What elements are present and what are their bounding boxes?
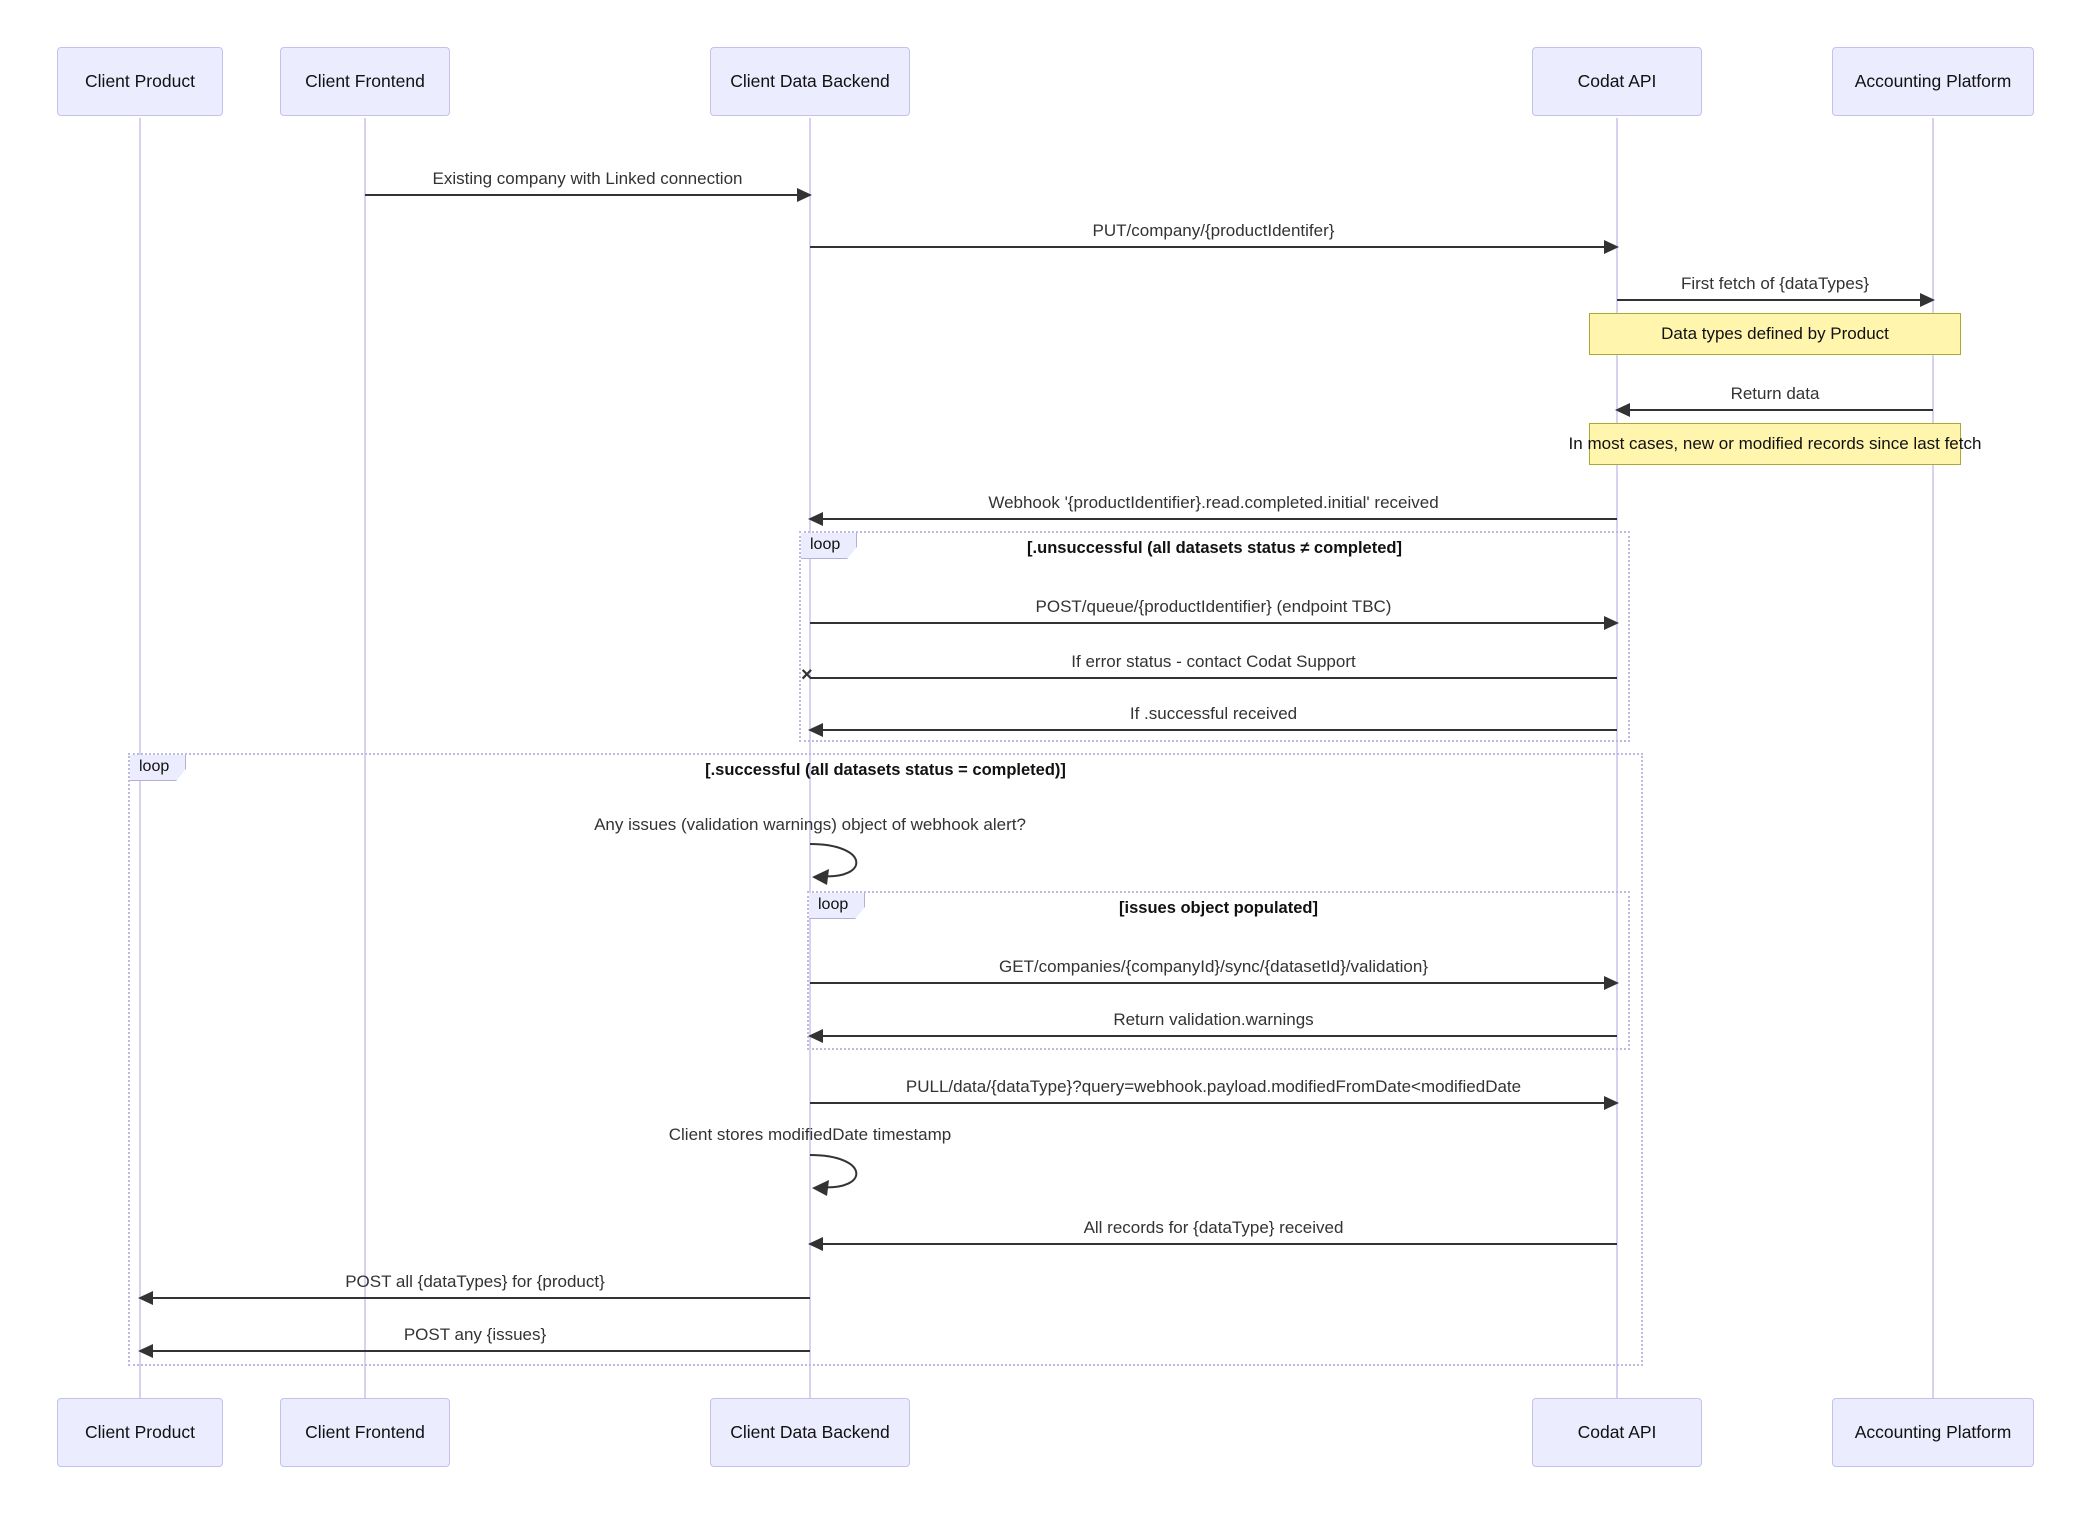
actor-top-client-data-backend: Client Data Backend [710, 47, 910, 116]
message-label: POST/queue/{productIdentifier} (endpoint… [1035, 597, 1392, 616]
self-loop-arrow-icon [809, 1154, 858, 1196]
arrowhead-icon [1604, 976, 1619, 990]
message-return-warnings: Return validation.warnings [808, 1010, 1617, 1043]
message-get-validation: GET/companies/{companyId}/sync/{datasetI… [810, 957, 1619, 990]
message-pull-data: PULL/data/{dataType}?query=webhook.paylo… [810, 1077, 1619, 1110]
message-label: PUT/company/{productIdentifer} [1092, 221, 1335, 240]
message-webhook-received: Webhook '{productIdentifier}.read.comple… [808, 493, 1617, 526]
message-label: POST any {issues} [403, 1325, 547, 1344]
loop-frame-successful: loop [.successful (all datasets status =… [128, 753, 1643, 1366]
actor-label: Client Frontend [305, 71, 425, 91]
message-post-all-datatypes: POST all {dataTypes} for {product} [138, 1272, 810, 1305]
actor-label: Codat API [1577, 1422, 1657, 1442]
arrowhead-icon [808, 1237, 823, 1251]
message-label: POST all {dataTypes} for {product} [345, 1272, 605, 1291]
loop-tab: loop [809, 893, 866, 919]
arrowhead-icon [808, 512, 823, 526]
message-first-fetch: First fetch of {dataTypes} [1617, 274, 1935, 307]
actor-label: Client Product [85, 71, 195, 91]
actor-label: Client Product [85, 1422, 195, 1442]
actor-label: Client Data Backend [730, 1422, 890, 1442]
actor-top-codat-api: Codat API [1532, 47, 1702, 116]
arrowhead-icon [1920, 293, 1935, 307]
loop-condition: [.unsuccessful (all datasets status ≠ co… [1027, 539, 1402, 557]
arrowhead-icon [1604, 616, 1619, 630]
note-most-cases: In most cases, new or modified records s… [1569, 423, 1981, 465]
arrowhead-icon [1604, 240, 1619, 254]
actor-label: Client Data Backend [730, 71, 890, 91]
lifeline-client-data-backend [809, 118, 811, 1398]
message-post-queue: POST/queue/{productIdentifier} (endpoint… [810, 597, 1619, 630]
message-error-status: If error status - contact Codat Support … [801, 652, 1617, 685]
message-label: Return data [1730, 384, 1820, 403]
arrowhead-icon [1615, 403, 1630, 417]
actor-top-client-frontend: Client Frontend [280, 47, 450, 116]
message-post-any-issues: POST any {issues} [138, 1325, 810, 1358]
message-label: Webhook '{productIdentifier}.read.comple… [988, 493, 1439, 512]
message-label: Existing company with Linked connection [432, 169, 743, 188]
loop-tab: loop [130, 755, 187, 781]
message-label: If error status - contact Codat Support [1071, 652, 1356, 671]
loop-frame-unsuccessful: loop [.unsuccessful (all datasets status… [799, 531, 1630, 742]
message-label: First fetch of {dataTypes} [1680, 274, 1870, 293]
message-label: GET/companies/{companyId}/sync/{datasetI… [998, 957, 1429, 976]
actor-label: Accounting Platform [1854, 71, 2012, 91]
loop-condition: [.successful (all datasets status = comp… [705, 761, 1066, 779]
message-all-records: All records for {dataType} received [808, 1218, 1617, 1251]
actor-bottom-client-product: Client Product [57, 1398, 223, 1467]
actor-bottom-codat-api: Codat API [1532, 1398, 1702, 1467]
message-label: If .successful received [1129, 704, 1298, 723]
lifeline-client-frontend [364, 118, 366, 1398]
actor-label: Client Frontend [305, 1422, 425, 1442]
arrowhead-icon [808, 1029, 823, 1043]
message-put-company: PUT/company/{productIdentifer} [810, 221, 1619, 254]
note-text: In most cases, new or modified records s… [1568, 434, 1982, 453]
message-existing-company: Existing company with Linked connection [365, 169, 812, 202]
actor-top-accounting-platform: Accounting Platform [1832, 47, 2034, 116]
actor-bottom-accounting-platform: Accounting Platform [1832, 1398, 2034, 1467]
message-label: Return validation.warnings [1113, 1010, 1314, 1029]
note-data-types: Data types defined by Product [1589, 313, 1961, 355]
loop-condition: [issues object populated] [1119, 899, 1318, 917]
self-message-stores-timestamp: Client stores modifiedDate timestamp [668, 1125, 952, 1144]
lifeline-codat-api [1616, 118, 1618, 1398]
message-successful-received: If .successful received [808, 704, 1617, 737]
arrowhead-icon [1604, 1096, 1619, 1110]
message-label: All records for {dataType} received [1083, 1218, 1344, 1237]
actor-label: Codat API [1577, 71, 1657, 91]
lifeline-accounting-platform [1932, 118, 1934, 1398]
cross-end-icon: × [801, 664, 813, 686]
arrowhead-icon [138, 1291, 153, 1305]
note-text: Data types defined by Product [1661, 324, 1889, 343]
arrowhead-icon [138, 1344, 153, 1358]
arrowhead-icon [797, 188, 812, 202]
loop-tab: loop [801, 533, 858, 559]
actor-bottom-client-data-backend: Client Data Backend [710, 1398, 910, 1467]
message-return-data: Return data [1615, 384, 1933, 417]
actor-bottom-client-frontend: Client Frontend [280, 1398, 450, 1467]
message-label: PULL/data/{dataType}?query=webhook.paylo… [905, 1077, 1522, 1096]
arrowhead-icon [808, 723, 823, 737]
self-loop-arrow-icon [809, 843, 858, 885]
loop-frame-issues: loop [issues object populated] [807, 891, 1630, 1050]
self-message-any-issues: Any issues (validation warnings) object … [594, 815, 1026, 834]
actor-label: Accounting Platform [1854, 1422, 2012, 1442]
actor-top-client-product: Client Product [57, 47, 223, 116]
